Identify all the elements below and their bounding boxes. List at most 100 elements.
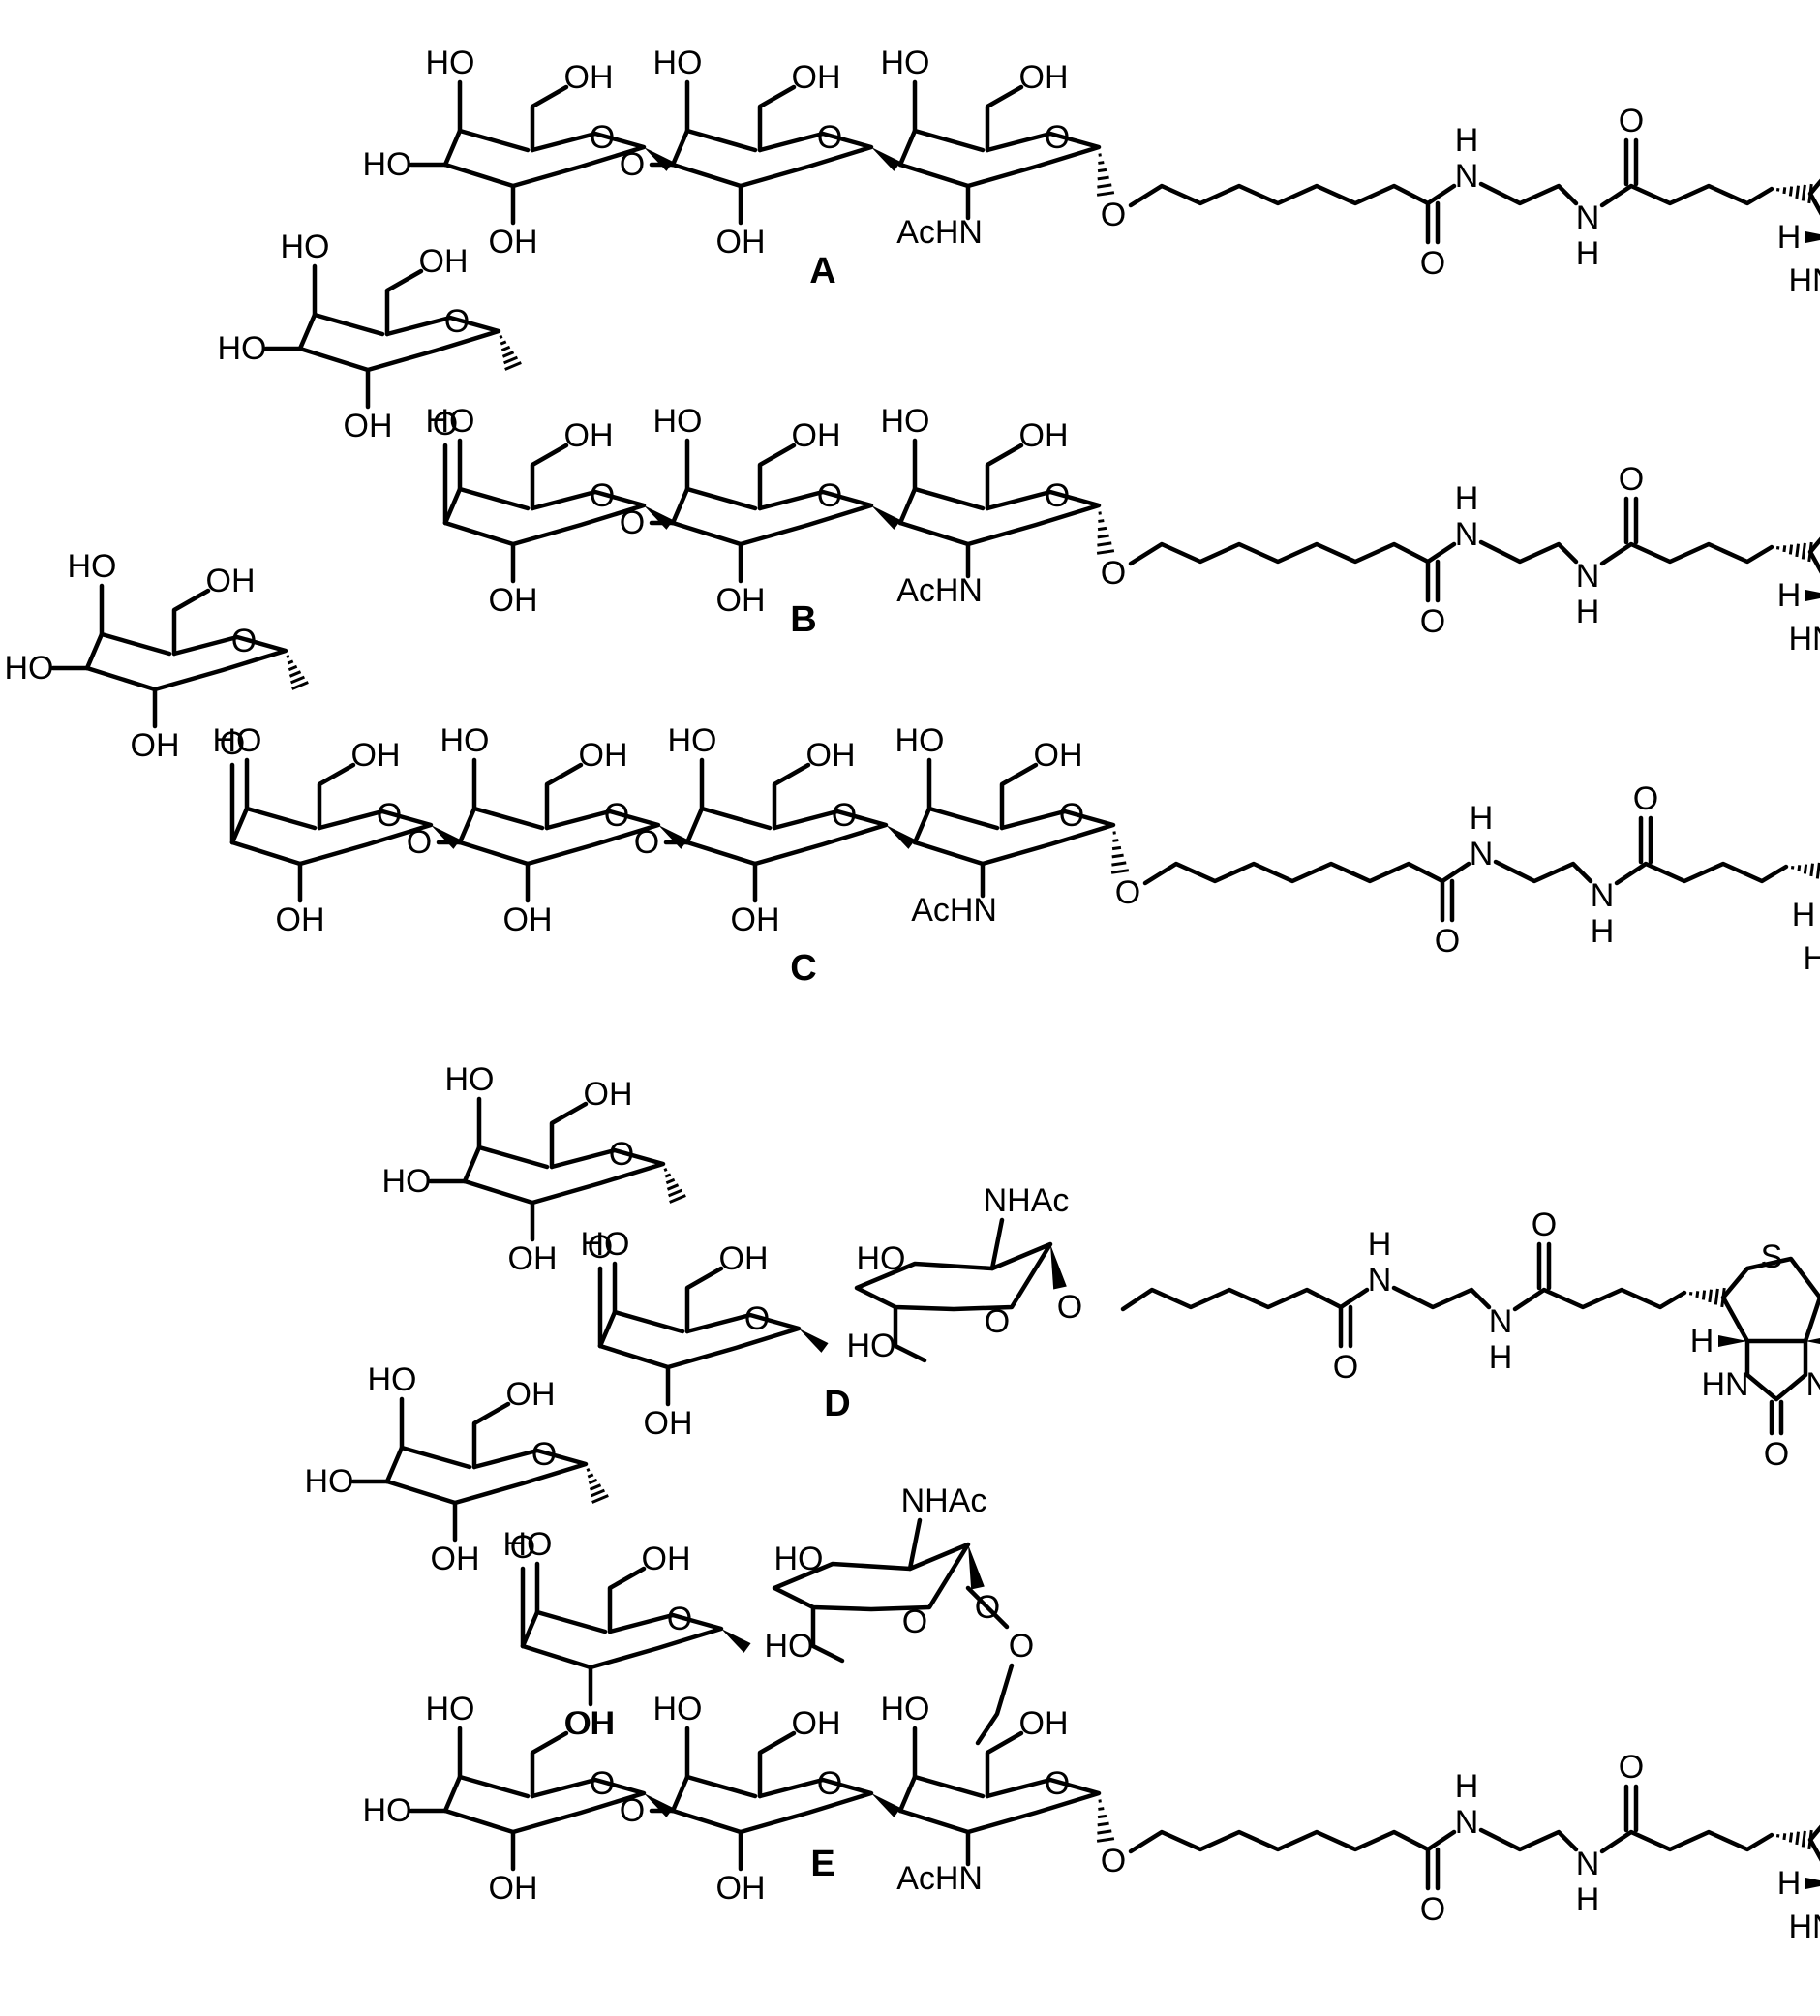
imidazolidinone-ring [1744, 1338, 1808, 1402]
amide-nitrogen-2: N [1489, 1303, 1513, 1340]
bond [1425, 183, 1457, 206]
hydroxyl-c4: HO [653, 45, 703, 81]
hashed-bond [1096, 511, 1115, 555]
pyranose-ring-top [442, 1777, 647, 1835]
bond [897, 1774, 986, 1814]
hydroxyl-c6: OH [792, 59, 841, 96]
c6-ch2oh-bond [530, 443, 569, 511]
ring-oxygen: O [1059, 797, 1084, 834]
hydroxyl-c2: OH [344, 408, 393, 444]
c6-ch2oh-bond [607, 1566, 647, 1634]
pyranose-ring-left [442, 128, 531, 168]
ring-oxygen: O [985, 1303, 1010, 1340]
anomeric-oxygen: O [1057, 1289, 1082, 1326]
hydroxyl-c4: HO [653, 1691, 703, 1727]
hashed-bond [1110, 831, 1130, 874]
hydroxyl-c6: OH [1019, 417, 1069, 454]
hydroxyl-c6: OH [206, 563, 256, 599]
linker-chain [1142, 861, 1445, 886]
hydroxyl-c6: OH [351, 737, 401, 774]
valeryl-chain [1599, 541, 1774, 566]
glycosidic-oxygen: O [588, 1229, 613, 1266]
hydroxyl-c3: HO [363, 1792, 412, 1829]
hydroxyl-c2: OH [431, 1541, 480, 1577]
pyranose-ring-top [670, 1777, 874, 1835]
wedge-bond [644, 505, 674, 530]
hydroxyl-c6: OH [564, 1705, 614, 1742]
branch-bond [965, 1585, 1010, 1630]
wedge-bond [871, 1793, 901, 1817]
galnac-ring [897, 1777, 1102, 1835]
ring-oxygen: O [817, 1765, 842, 1802]
bond [1425, 1829, 1457, 1852]
pyranose-ring-top [84, 634, 288, 692]
hydroxyl-c4: HO [68, 548, 117, 585]
pyranose-ring-left [597, 1309, 685, 1349]
hydroxyl-c4: HO [881, 1691, 930, 1727]
hydroxyl-c2: OH [276, 901, 325, 938]
hashed-bond [1775, 1829, 1813, 1850]
hydroxyl-c6: OH [564, 417, 614, 454]
hydroxyl-c6: OH [579, 737, 628, 774]
hydroxyl-c6: OH [1034, 737, 1083, 774]
amide-hydrogen-1: H [1368, 1226, 1392, 1263]
pyranose-ring-top [684, 809, 889, 867]
carbonyl-oxygen: O [1333, 1349, 1358, 1386]
wedge-bond [799, 1329, 829, 1353]
hydroxyl-c3: HO [774, 1541, 824, 1577]
pyranose-ring-top [670, 489, 874, 547]
ethylene-bridge [1478, 1827, 1579, 1852]
carbonyl-oxygen: O [1420, 1891, 1445, 1928]
wedge-bond [1805, 1338, 1820, 1344]
amide-hydrogen-2: H [1489, 1339, 1513, 1376]
bond [989, 1217, 1005, 1271]
valeryl-chain [1599, 1829, 1774, 1854]
hashed-bond [1790, 862, 1820, 879]
hydroxyl-c4: HO [668, 722, 717, 759]
hydroxyl-c2: OH [716, 224, 766, 260]
carbonyl-oxygen-2: O [1619, 461, 1644, 498]
wedge-bond [871, 505, 901, 530]
hydroxyl-c4: HO [426, 1691, 475, 1727]
hydroxyl-c2: OH [508, 1240, 558, 1277]
hydroxyl-c2: OH [644, 1405, 693, 1442]
pyranose-ring-left [384, 1445, 472, 1484]
pyranose-ring-left [670, 128, 758, 168]
wedge-bond [1805, 1878, 1820, 1889]
hydroxyl-c3: HO [305, 1463, 354, 1500]
acetamido-group: AcHN [896, 1860, 983, 1897]
pyranose-ring-left [520, 1609, 608, 1649]
linker-chain [1120, 1287, 1344, 1312]
bond [985, 443, 1024, 511]
branch-bond-2 [975, 1663, 1015, 1746]
glycosidic-oxygen: O [634, 824, 659, 861]
amide-hydrogen-2: H [1591, 913, 1615, 950]
glycosidic-oxygen: O [407, 824, 432, 861]
carbonyl-oxygen: O [1420, 603, 1445, 640]
ring-oxygen: O [744, 1300, 770, 1337]
carbonyl-oxygen-2: O [1619, 103, 1644, 139]
carbonyl-oxygen-2: O [1532, 1207, 1557, 1243]
pyranose-ring-left [684, 806, 773, 845]
urea-nitrogen-2: NH [1805, 1366, 1820, 1403]
galnac-ring [912, 809, 1116, 867]
thiophane-ring [1807, 178, 1820, 216]
bond [1440, 861, 1471, 884]
hydroxyl-c4: HO [281, 229, 330, 265]
hydroxyl-c4: HO [440, 722, 490, 759]
wedge-bond [968, 1544, 985, 1590]
compound-label-d: D [824, 1384, 850, 1424]
ring-oxygen: O [590, 1765, 615, 1802]
hashed-bond [1775, 541, 1813, 563]
sulfur: S [1761, 1238, 1783, 1275]
amide-nitrogen-2: N [1591, 877, 1615, 914]
hydroxyl-c2: OH [716, 1870, 766, 1907]
hydroxyl-c6: OH [1019, 59, 1069, 96]
